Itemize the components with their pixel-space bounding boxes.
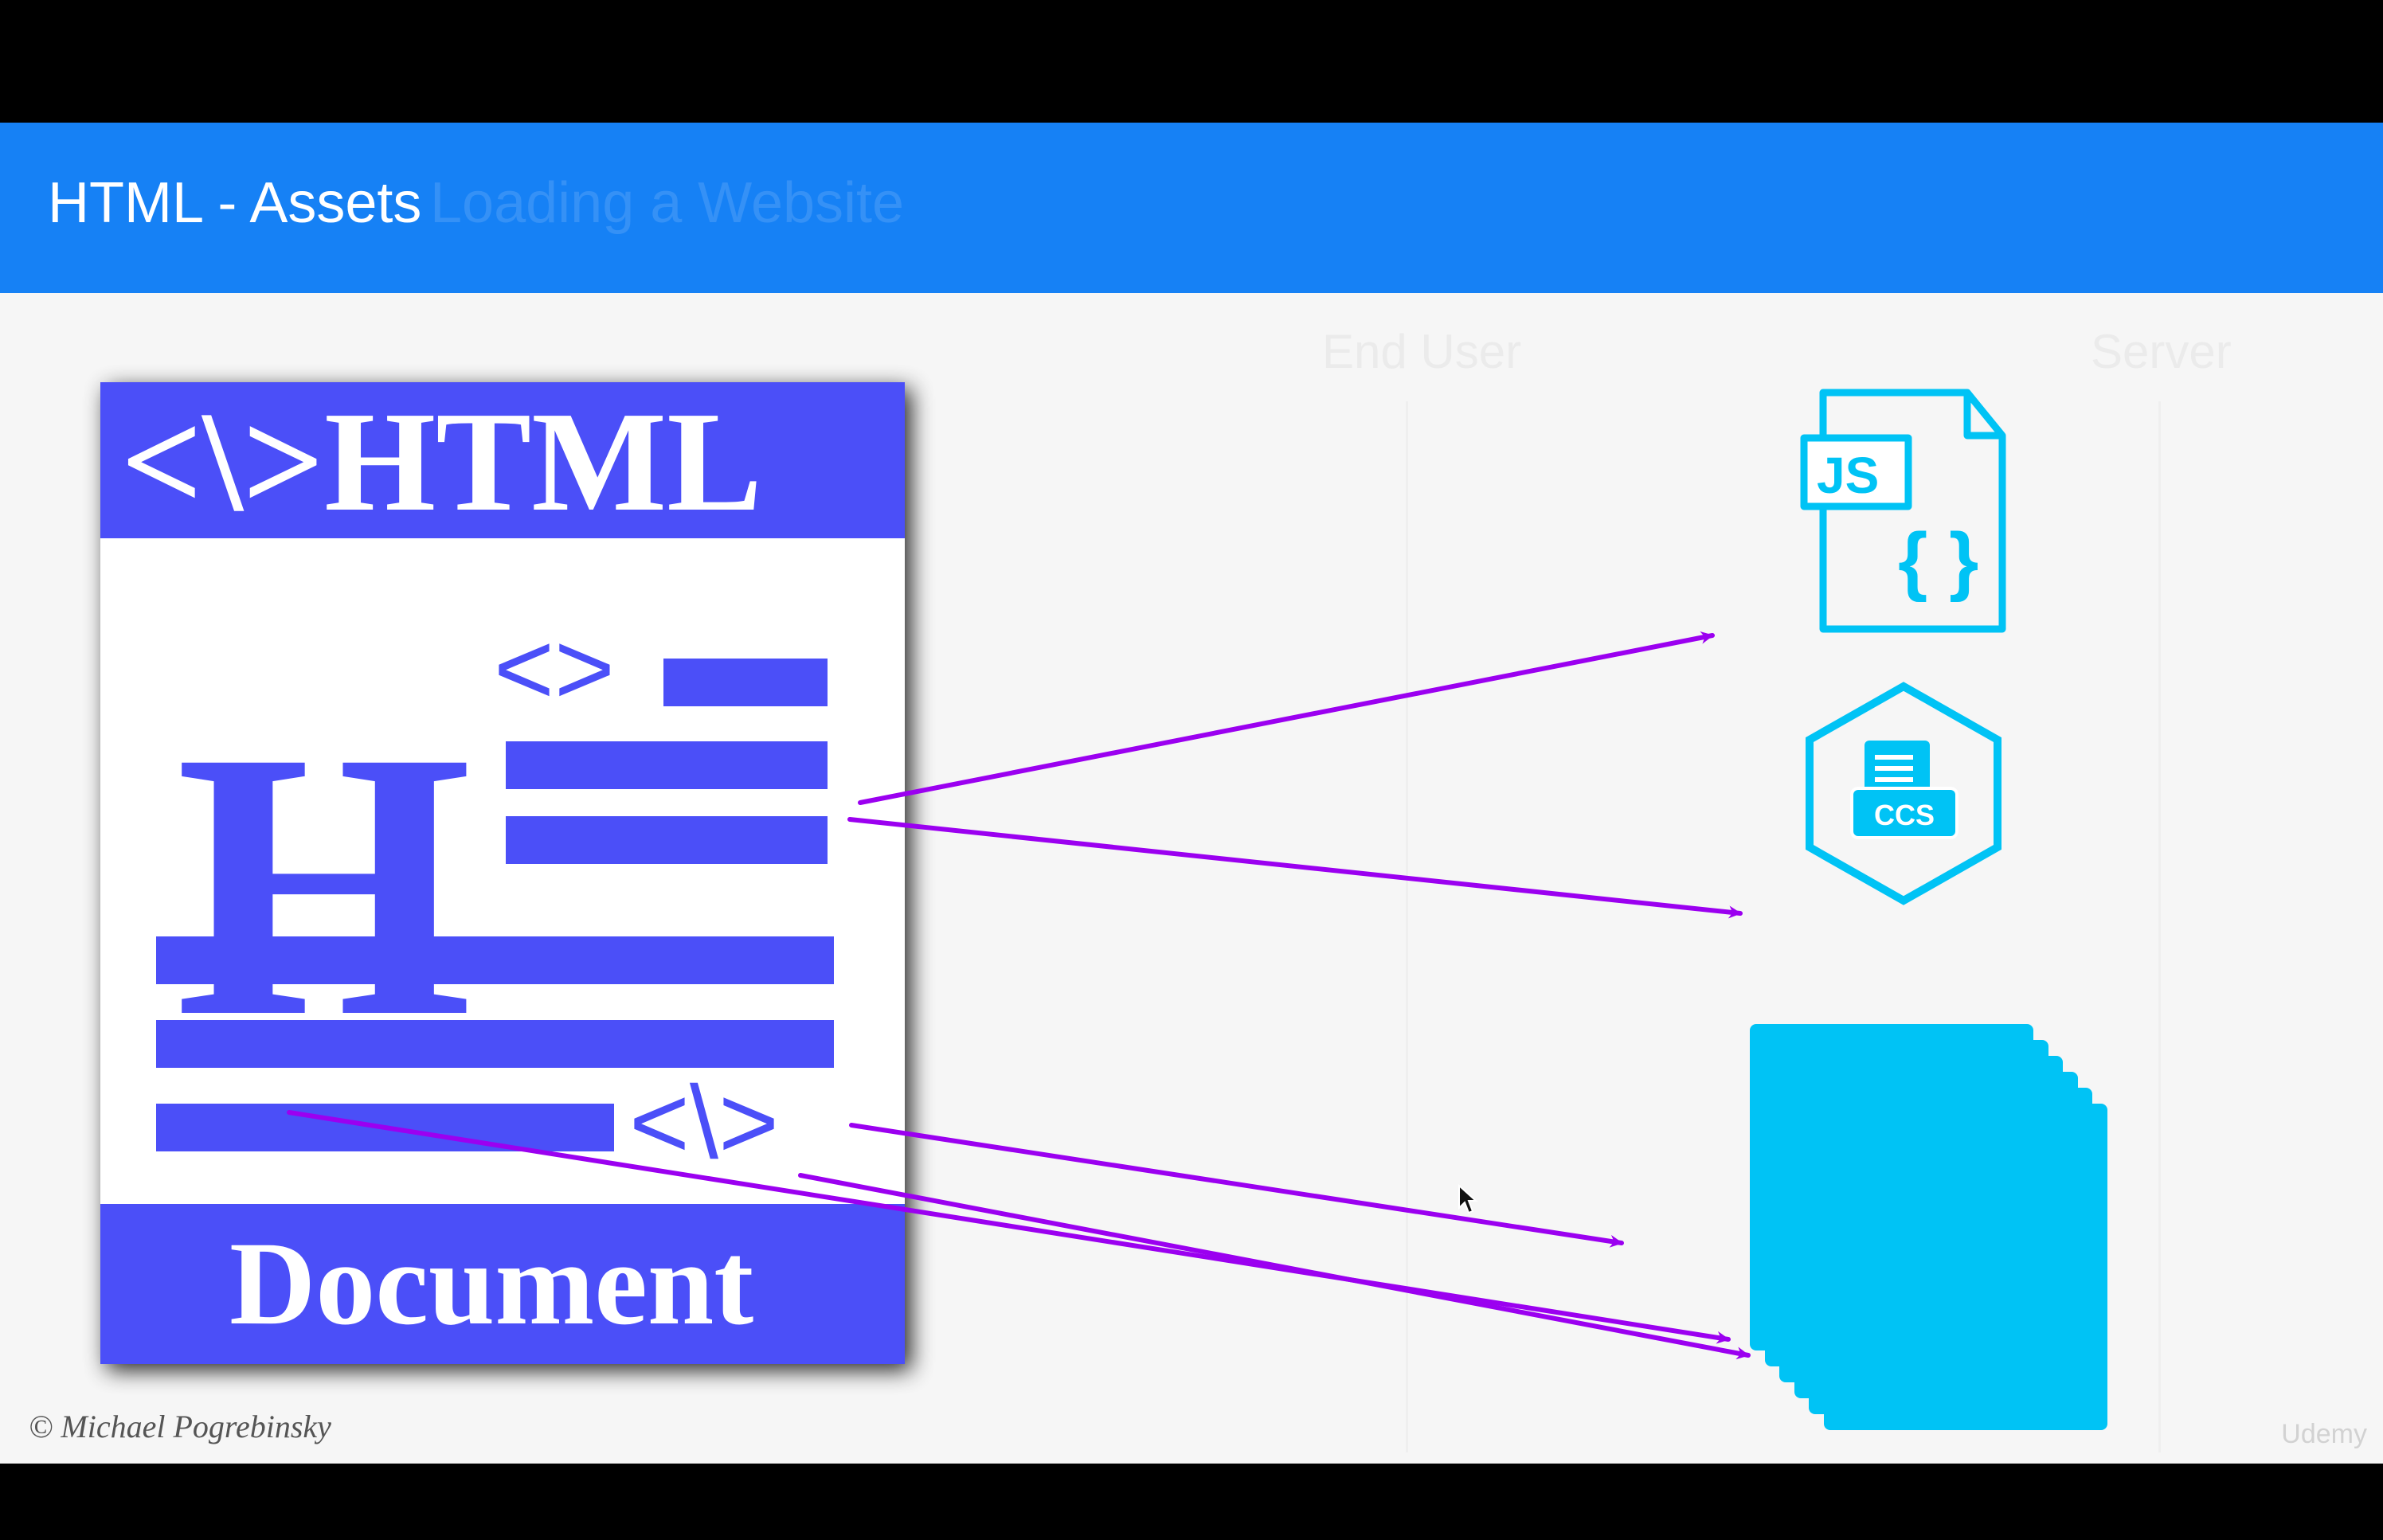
js-brace-glyph: { } [1898,518,1978,603]
bottom-code-glyph: <\> [629,1064,779,1180]
slide: Loading a Website HTML - Assets End User… [0,123,2383,1464]
text-lines [156,659,834,1151]
arrow-to-js [858,631,1715,805]
arrow-to-image [287,1110,1731,1344]
ghost-divider [2158,401,2161,1452]
slide-title: HTML - Assets [48,171,422,235]
text-line [506,741,828,789]
js-badge-text: JS [1817,447,1879,504]
arrow-to-css [847,817,1743,919]
ghost-title: Loading a Website [430,171,905,235]
text-line [156,1020,834,1068]
text-line [663,659,828,706]
watermark: Udemy [2281,1419,2367,1449]
image-stack-icon [1750,1024,2107,1430]
ghost-column-end-user: End User [1322,325,1522,378]
document-footer-band [100,1204,905,1364]
diagram: <\>HTML H <> <\> Document JS { } [100,382,2107,1430]
document-header-band [100,382,905,538]
html-document-icon [100,382,905,1364]
credit-text: © Michael Pogrebinsky [29,1409,331,1444]
letterbox-bottom [0,1464,2383,1540]
ghost-divider [1406,401,1408,1452]
arrow-to-image [798,1173,1751,1360]
text-line [156,936,834,984]
arrow-to-image [849,1123,1624,1248]
js-file-icon: JS { } [1800,389,2006,633]
document-footer-text: Document [229,1218,753,1350]
letterbox-top [0,0,2383,123]
html-brand-text: <\>HTML [121,382,762,541]
text-line [506,816,828,864]
asset-arrows [287,631,1751,1360]
document-page [100,382,905,1364]
css-badge-text: CCS [1874,799,1935,831]
slide-header: Loading a Website HTML - Assets [0,123,2383,293]
css-hexagon-icon: CCS [1806,682,2001,905]
mouse-cursor-icon [1458,1184,1478,1214]
ghost-column-server: Server [2091,325,2232,378]
code-tag-glyph: <> [494,610,615,726]
